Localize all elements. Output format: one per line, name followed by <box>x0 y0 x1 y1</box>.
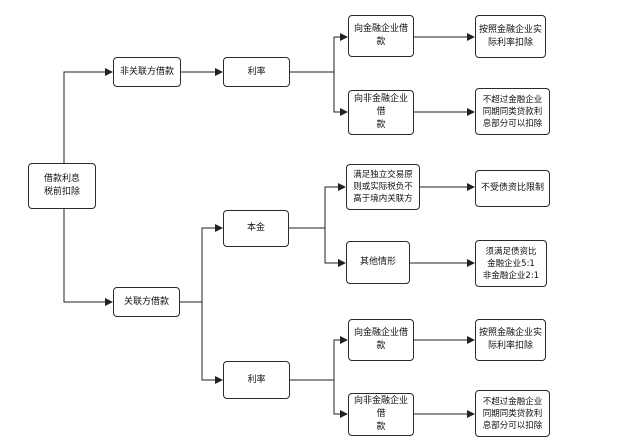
edge-principal-other <box>324 228 346 267</box>
edge-related-rate <box>201 302 223 384</box>
unrelated-loan-node: 非关联方借款 <box>113 57 181 87</box>
other-case-node: 其他情形 <box>346 241 410 284</box>
related-nonfinancial-result-node: 不超过金融企业 同期同类贷款利 息部分可以扣除 <box>475 390 550 437</box>
edge-related-principal <box>180 224 223 303</box>
related-financial-loan-node: 向金融企业借款 <box>348 319 414 361</box>
edge-rate-nonfin <box>333 72 348 116</box>
principal-node: 本金 <box>223 210 289 247</box>
related-nonfinancial-loan-node: 向非金融企业借 款 <box>348 393 414 436</box>
unrelated-financial-result-node: 按照金融企业实 际利率扣除 <box>475 15 546 58</box>
edge-principal-independent <box>289 183 346 229</box>
edge-rrate-nonfin <box>333 380 348 418</box>
related-rate-node: 利率 <box>223 361 290 399</box>
independent-result-node: 不受债资比限制 <box>475 170 550 207</box>
edge-root-related <box>63 187 113 306</box>
edge-rate-fin <box>290 33 348 73</box>
unrelated-nonfinancial-loan-node: 向非金融企业借 款 <box>348 90 414 135</box>
edge-rrate-fin <box>290 336 348 381</box>
unrelated-rate-node: 利率 <box>223 57 290 87</box>
unrelated-financial-loan-node: 向金融企业借款 <box>348 15 414 57</box>
independent-transaction-node: 满足独立交易原 则或实际税负不 高于境内关联方 <box>346 164 420 210</box>
other-result-node: 须满足债资比 金融企业5:1 非金融企业2:1 <box>475 240 547 287</box>
root-node: 借款利息 税前扣除 <box>28 163 96 209</box>
unrelated-nonfinancial-result-node: 不超过金融企业 同期同类贷款利 息部分可以扣除 <box>475 88 550 135</box>
related-financial-result-node: 按照金融企业实 际利率扣除 <box>475 319 546 361</box>
related-loan-node: 关联方借款 <box>113 287 180 317</box>
